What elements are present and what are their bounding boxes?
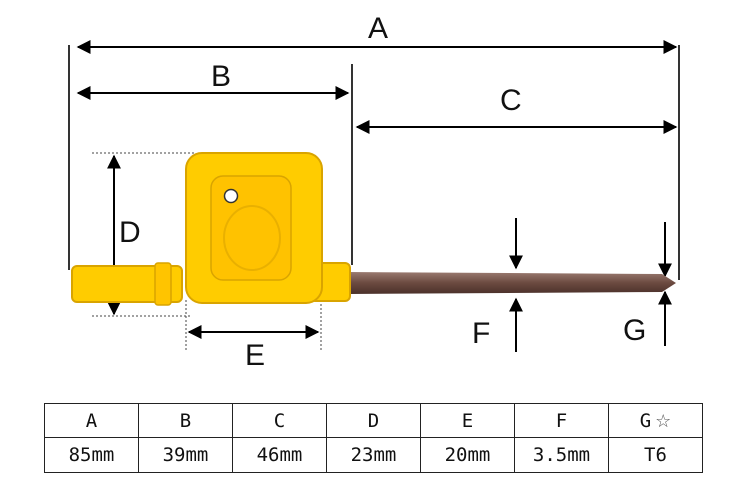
value-f: 3.5mm (532, 444, 591, 466)
table-cell: 46mm (232, 437, 327, 473)
header-e: E (461, 409, 474, 432)
label-a: A (368, 12, 388, 45)
table-header-cell: G☆ (608, 403, 703, 438)
header-c: C (273, 409, 286, 432)
extension-lines (68, 45, 680, 280)
table-header-cell: C (232, 403, 327, 438)
wrench-handle (71, 152, 351, 306)
table-header-cell: D (326, 403, 421, 438)
header-b: B (179, 409, 192, 432)
label-d: D (119, 216, 141, 249)
wrench-dimension-diagram: A B C D E F G (68, 12, 680, 372)
value-d: 23mm (350, 444, 397, 466)
header-d: D (367, 409, 380, 432)
table-cell: T6 (608, 437, 703, 473)
label-f: F (472, 317, 490, 350)
table-header-row: A B C D E F G☆ (44, 403, 703, 438)
value-g: T6 (644, 444, 667, 466)
table-header-cell: A (44, 403, 139, 438)
table-cell: 3.5mm (514, 437, 609, 473)
table-cell: 39mm (138, 437, 233, 473)
star-outline-icon: ☆ (655, 410, 672, 432)
table-row: 85mm 39mm 46mm 23mm 20mm 3.5mm T6 (44, 437, 703, 473)
table-header-cell: E (420, 403, 515, 438)
label-e: E (245, 339, 265, 372)
value-a: 85mm (68, 444, 115, 466)
value-b: 39mm (162, 444, 209, 466)
table-header-cell: F (514, 403, 609, 438)
table-cell: 23mm (326, 437, 421, 473)
header-f: F (555, 409, 568, 432)
value-e: 20mm (444, 444, 491, 466)
spec-table: A B C D E F G☆ 85mm 39mm 46mm 23mm 20mm … (44, 403, 703, 473)
dotted-guides (92, 152, 322, 350)
table-cell: 85mm (44, 437, 139, 473)
label-c: C (500, 84, 522, 117)
table-header-cell: B (138, 403, 233, 438)
wrench-shaft (348, 272, 676, 294)
header-a: A (85, 409, 98, 432)
header-g: G (639, 409, 652, 432)
label-b: B (211, 60, 231, 93)
table-cell: 20mm (420, 437, 515, 473)
label-g: G (623, 314, 646, 347)
value-c: 46mm (256, 444, 303, 466)
